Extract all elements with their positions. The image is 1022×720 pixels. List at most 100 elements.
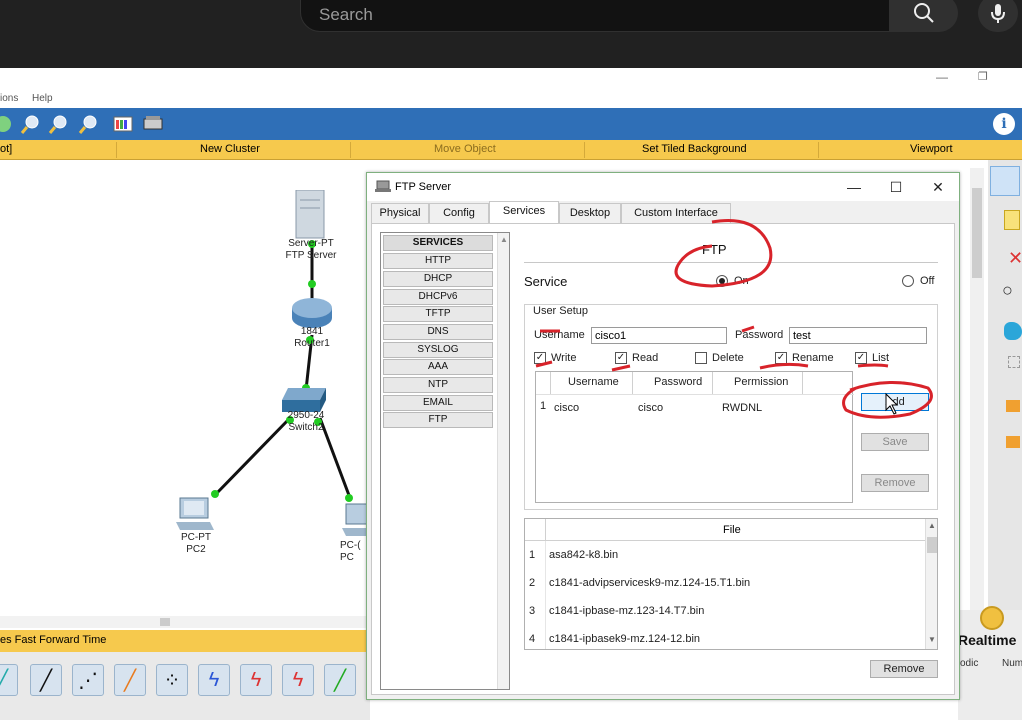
realtime-tab[interactable]: Realtime	[958, 632, 1017, 648]
service-tftp[interactable]: TFTP	[383, 306, 493, 322]
service-http[interactable]: HTTP	[383, 253, 493, 269]
menu-help[interactable]: Help	[32, 93, 53, 104]
voice-search-button[interactable]	[978, 0, 1018, 32]
zoom-reset-icon[interactable]	[48, 113, 70, 135]
service-off-radio[interactable]	[902, 275, 914, 287]
write-checkbox[interactable]: ✓	[534, 352, 546, 364]
save-user-button[interactable]: Save	[861, 433, 929, 451]
viewport-button[interactable]: Viewport	[910, 143, 953, 155]
shape-tool-icon[interactable]	[1004, 322, 1022, 340]
add-user-button[interactable]: Add	[861, 393, 929, 411]
workspace-vscroll[interactable]	[970, 168, 984, 628]
pt-toolbar: i	[0, 108, 1022, 140]
menu-options[interactable]: ions	[0, 93, 19, 104]
dialog-maximize-button[interactable]: ☐	[889, 179, 903, 195]
rename-checkbox[interactable]: ✓	[775, 352, 787, 364]
tool-serial-dce-cable[interactable]: ϟ	[282, 664, 314, 696]
tool-phone-cable[interactable]: ϟ	[198, 664, 230, 696]
delete-checkbox[interactable]	[695, 352, 707, 364]
restore-button[interactable]: ❐	[978, 71, 988, 83]
service-ntp[interactable]: NTP	[383, 377, 493, 393]
ftp-title-rule	[524, 262, 938, 263]
info-icon[interactable]: i	[993, 113, 1015, 135]
pc-other-icon[interactable]	[342, 502, 370, 538]
tool-auto-connect[interactable]: ╱	[0, 664, 18, 696]
tab-services[interactable]: Services	[489, 201, 559, 224]
file-table-header: File	[525, 519, 925, 541]
tab-physical[interactable]: Physical	[371, 203, 429, 223]
remove-file-button[interactable]: Remove	[870, 660, 938, 678]
dialog-minimize-button[interactable]: —	[847, 179, 861, 195]
tool-fiber-cable[interactable]: ⁘	[156, 664, 188, 696]
username-input[interactable]	[591, 327, 727, 344]
ftp-server-dialog: FTP Server — ☐ ✕ Physical Config Service…	[366, 172, 960, 700]
search-button[interactable]	[890, 0, 958, 32]
file-table-scrollbar[interactable]: ▲ ▼	[925, 519, 937, 649]
tool-console-cable[interactable]: ╱	[30, 664, 62, 696]
pt-title-row: — ❐	[0, 68, 1022, 90]
table-row[interactable]: 1 cisco cisco RWDNL	[536, 400, 852, 416]
complex-pdu-tool-icon[interactable]	[1006, 436, 1020, 448]
service-aaa[interactable]: AAA	[383, 359, 493, 375]
minimize-button[interactable]: —	[936, 70, 948, 84]
router-icon[interactable]	[290, 296, 334, 330]
zoom-in-icon[interactable]	[20, 113, 42, 135]
service-off-label: Off	[920, 275, 935, 287]
server-icon[interactable]	[294, 190, 326, 240]
palette-icon[interactable]	[112, 113, 134, 135]
new-cluster-button[interactable]: New Cluster	[200, 143, 260, 155]
fast-forward-label[interactable]: es Fast Forward Time	[0, 634, 107, 646]
read-label: Read	[632, 352, 659, 364]
remove-user-button[interactable]: Remove	[861, 474, 929, 492]
user-row-password: cisco	[638, 402, 664, 414]
service-dns[interactable]: DNS	[383, 324, 493, 340]
zoom-out-icon[interactable]	[78, 113, 100, 135]
pt-menu-bar: ions Help	[0, 90, 1022, 108]
service-on-radio[interactable]	[716, 275, 728, 287]
search-input[interactable]	[317, 1, 877, 29]
root-label[interactable]: ot]	[0, 143, 13, 155]
list-checkbox[interactable]: ✓	[855, 352, 867, 364]
tool-octal-cable[interactable]: ╱	[324, 664, 356, 696]
set-tiled-background-button[interactable]: Set Tiled Background	[642, 143, 747, 155]
rectangle-tool-icon[interactable]	[1008, 356, 1020, 368]
workspace-hscroll[interactable]	[0, 616, 370, 628]
tab-desktop[interactable]: Desktop	[559, 203, 621, 223]
tool-coaxial-cable[interactable]: ϟ	[240, 664, 272, 696]
col-num: Num	[1002, 658, 1022, 669]
tool-straight-cable[interactable]: ⋰	[72, 664, 104, 696]
tool-crossover-cable[interactable]: ╱	[114, 664, 146, 696]
tab-config[interactable]: Config	[429, 203, 489, 223]
inspect-tool-icon[interactable]: ○	[1002, 280, 1013, 300]
service-ftp[interactable]: FTP	[383, 412, 493, 428]
password-input[interactable]	[789, 327, 927, 344]
refresh-icon[interactable]	[0, 113, 14, 135]
search-box[interactable]	[300, 0, 890, 32]
service-dhcp[interactable]: DHCP	[383, 271, 493, 287]
user-row-username: cisco	[554, 402, 580, 414]
read-checkbox[interactable]: ✓	[615, 352, 627, 364]
service-email[interactable]: EMAIL	[383, 395, 493, 411]
select-tool-icon[interactable]	[990, 166, 1020, 196]
switch-icon[interactable]	[280, 388, 328, 416]
delete-tool-icon[interactable]: ✕	[1008, 248, 1022, 268]
service-dhcpv6[interactable]: DHCPv6	[383, 289, 493, 305]
tab-custom-interface[interactable]: Custom Interface	[621, 203, 731, 223]
pdu-tool-icon[interactable]	[1006, 400, 1020, 412]
time-bar: es Fast Forward Time	[0, 630, 370, 652]
note-tool-icon[interactable]	[1004, 210, 1020, 230]
move-object-button[interactable]: Move Object	[434, 143, 496, 155]
pc2-icon[interactable]	[176, 496, 214, 532]
service-syslog[interactable]: SYSLOG	[383, 342, 493, 358]
dialog-close-button[interactable]: ✕	[932, 179, 944, 195]
services-scrollbar[interactable]: ▲	[497, 233, 509, 689]
custom-device-icon[interactable]	[142, 113, 164, 135]
dialog-title: FTP Server	[395, 181, 452, 193]
clock-icon[interactable]	[980, 606, 1004, 630]
